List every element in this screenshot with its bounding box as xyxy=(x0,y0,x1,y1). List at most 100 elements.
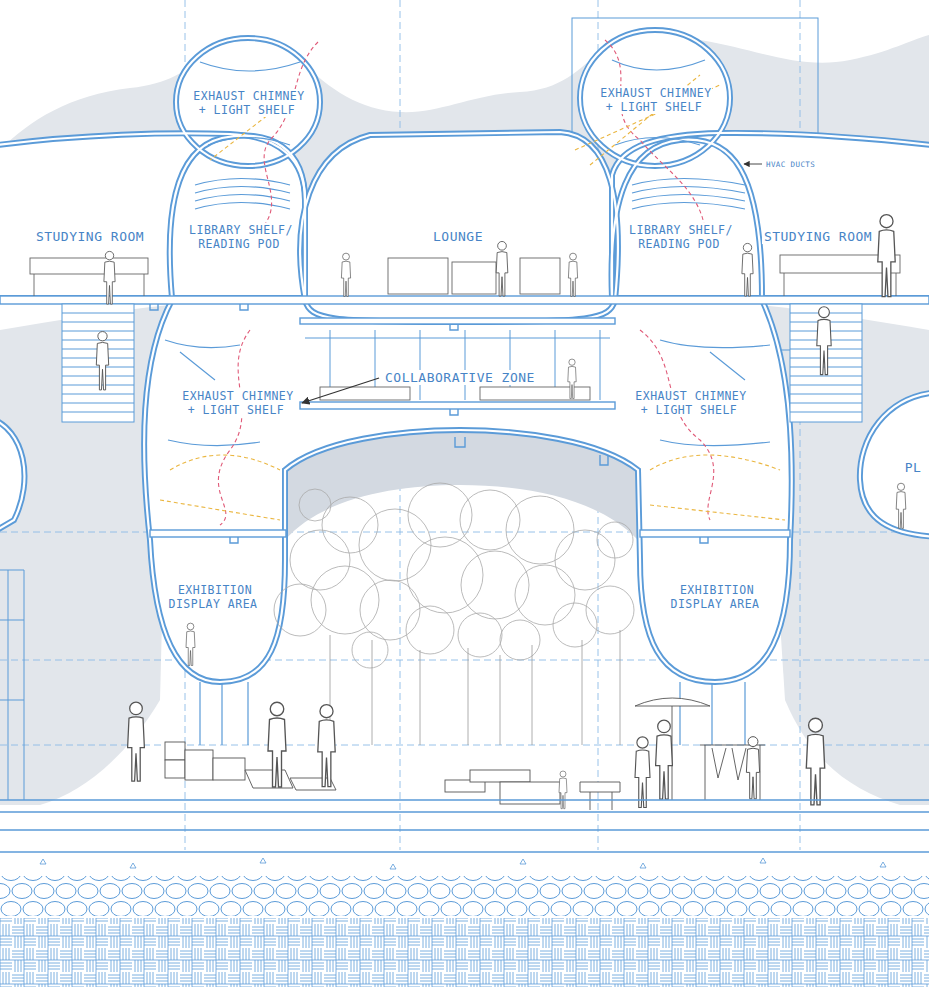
people xyxy=(128,702,145,781)
people xyxy=(96,215,906,809)
room-label: EXHAUST CHIMNEY + LIGHT SHELF xyxy=(598,86,711,114)
room-label: EXHAUST CHIMNEY + LIGHT SHELF xyxy=(191,89,304,117)
glazing-panels xyxy=(305,330,610,400)
room-label-box: EXHAUST CHIMNEY + LIGHT SHELF xyxy=(187,89,309,118)
tree-canopy xyxy=(586,586,634,634)
tree-canopy xyxy=(406,606,454,654)
stairs xyxy=(62,304,134,422)
people xyxy=(318,705,335,787)
market-stalls xyxy=(470,770,530,782)
market-stalls xyxy=(185,750,213,780)
glazing-panels xyxy=(305,330,610,400)
people xyxy=(746,737,759,799)
tree-canopy xyxy=(597,522,633,558)
floor-slabs xyxy=(640,530,790,537)
airflow-lines xyxy=(218,330,250,525)
airflow-lines xyxy=(160,455,785,520)
basketweave-paving xyxy=(0,918,929,987)
pod-shells xyxy=(0,30,929,682)
room-label: COLLABORATIVE ZONE xyxy=(383,370,537,385)
tree-canopy xyxy=(360,580,420,640)
pod-shells xyxy=(0,30,929,682)
market-stalls xyxy=(500,782,560,804)
library-shelves xyxy=(165,340,770,446)
furniture xyxy=(452,262,496,294)
tree-canopy xyxy=(515,565,575,625)
annotation-label: PL xyxy=(904,460,922,476)
people xyxy=(186,623,195,665)
market-stalls xyxy=(580,782,620,810)
tree-canopy xyxy=(460,490,520,550)
stairs xyxy=(62,304,862,422)
furniture xyxy=(34,274,144,296)
tree-canopy xyxy=(506,496,574,564)
tree-canopy xyxy=(407,537,483,613)
stairs xyxy=(790,304,862,422)
people xyxy=(742,243,753,296)
room-label-box: LIBRARY SHELF/ READING POD xyxy=(622,223,738,252)
room-label: EXHAUST CHIMNEY + LIGHT SHELF xyxy=(180,389,293,417)
furniture xyxy=(388,258,448,294)
room-label: LIBRARY SHELF/ READING POD xyxy=(187,223,293,251)
floor-slabs xyxy=(70,304,858,543)
tree-canopy xyxy=(299,489,331,521)
ground-deck xyxy=(0,570,24,800)
airflow-lines xyxy=(605,40,705,230)
room-label-box: LOUNGE xyxy=(431,229,485,245)
tree-canopy xyxy=(500,620,540,660)
hvac-leader xyxy=(744,164,762,165)
room-label: STUDYING ROOM xyxy=(762,229,874,244)
room-label: STUDYING ROOM xyxy=(34,229,146,244)
hvac-leader xyxy=(744,164,762,165)
room-label-box: STUDYING ROOM xyxy=(34,229,146,245)
people xyxy=(878,215,895,297)
floor-slabs xyxy=(150,530,286,537)
room-label-box: EXHAUST CHIMNEY + LIGHT SHELF xyxy=(629,389,751,418)
furniture xyxy=(30,258,148,274)
room-label-box: STUDYING ROOM xyxy=(762,229,874,245)
tree-canopy xyxy=(553,603,597,647)
market-stalls xyxy=(165,742,185,760)
airflow-lines xyxy=(160,40,785,525)
tree-canopy xyxy=(359,509,431,581)
people xyxy=(568,359,576,399)
tree-canopy xyxy=(458,613,502,657)
annotation-label: HVAC DUCTS xyxy=(765,160,816,169)
leader-arrow xyxy=(302,378,379,403)
furniture xyxy=(520,258,560,294)
floor-slabs xyxy=(300,318,615,324)
library-shelves xyxy=(195,179,290,210)
floor-slabs xyxy=(0,296,929,543)
tree-canopy xyxy=(330,630,620,745)
room-label: EXHIBITION DISPLAY AREA xyxy=(168,583,259,611)
market-stalls xyxy=(213,758,245,780)
people xyxy=(96,332,108,390)
ground-deck xyxy=(0,851,929,853)
pod-shells xyxy=(0,30,929,682)
ground-deck xyxy=(0,800,929,830)
cobble-layer xyxy=(0,876,929,916)
tree-canopy xyxy=(352,632,388,668)
people xyxy=(268,702,286,787)
stairs xyxy=(62,313,134,412)
floor-slabs xyxy=(0,296,929,304)
room-label-box: EXHAUST CHIMNEY + LIGHT SHELF xyxy=(594,86,716,115)
market-stalls xyxy=(165,698,765,810)
room-label: EXHIBITION DISPLAY AREA xyxy=(670,583,761,611)
people xyxy=(559,771,567,809)
room-label: EXHAUST CHIMNEY + LIGHT SHELF xyxy=(633,389,746,417)
people xyxy=(635,737,650,808)
airflow-lines xyxy=(260,42,318,230)
room-label: LOUNGE xyxy=(431,229,485,244)
tree-canopy xyxy=(322,497,378,553)
people xyxy=(568,253,577,296)
tree-canopy xyxy=(274,584,326,636)
people xyxy=(496,241,508,296)
furniture xyxy=(320,387,410,400)
room-label-box: EXHIBITION DISPLAY AREA xyxy=(659,583,773,612)
people xyxy=(896,483,906,528)
library-shelves xyxy=(632,179,745,210)
